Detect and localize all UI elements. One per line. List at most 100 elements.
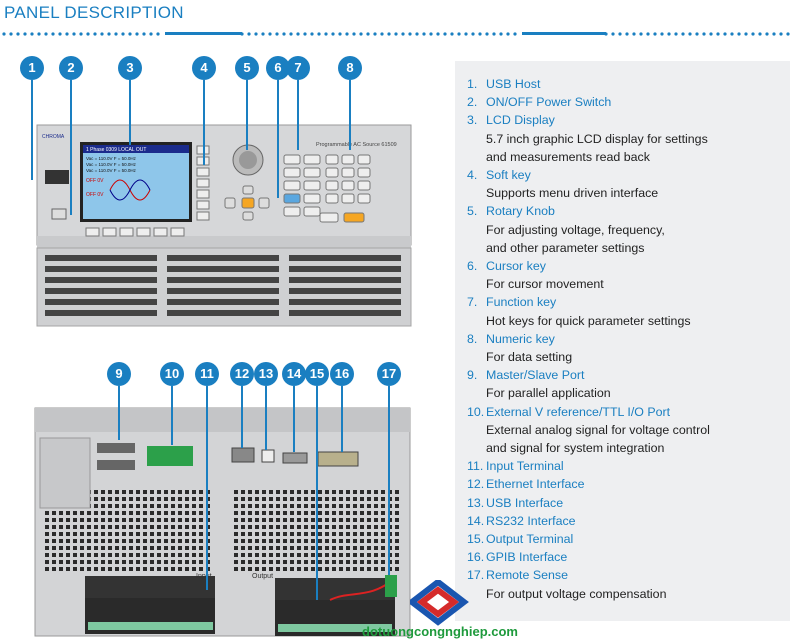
description-number: 11.	[467, 459, 484, 474]
rear-callout: 10	[160, 362, 184, 386]
description-title: LCD Display	[486, 113, 555, 128]
description-title: External V reference/TTL I/O Port	[486, 404, 671, 419]
description-item: 4. Soft key	[467, 166, 787, 184]
callout-line	[129, 80, 131, 145]
rear-callout: 12	[230, 362, 254, 386]
watermark-text: dotuongcongnghiep.com	[362, 624, 518, 639]
input-label: Input	[196, 573, 212, 580]
callout-line	[297, 80, 299, 150]
front-callout: 7	[286, 56, 310, 80]
description-detail: For parallel application	[486, 386, 611, 401]
description-title: Master/Slave Port	[486, 368, 585, 383]
callout-line	[349, 80, 351, 150]
description-number: 3.	[467, 113, 478, 128]
description-title: Output Terminal	[486, 532, 574, 547]
description-detail: and measurements read back	[486, 149, 650, 164]
output-label: Output	[252, 573, 273, 580]
lcd-row-3: Vac = 110.0V F = 50.0Hz	[86, 168, 137, 173]
rear-callout: 11	[195, 362, 219, 386]
callout-line	[277, 80, 279, 198]
rear-callout: 17	[377, 362, 401, 386]
description-detail: Supports menu driven interface	[486, 186, 659, 201]
description-number: 1.	[467, 77, 478, 91]
rear-panel-image: Input Output	[34, 407, 411, 637]
description-title: Function key	[486, 295, 557, 310]
description-number: 6.	[467, 259, 478, 274]
description-detail: 5.7 inch graphic LCD display for setting…	[486, 131, 708, 146]
description-detail: External analog signal for voltage contr…	[486, 422, 710, 437]
callout-line	[341, 386, 343, 452]
description-item: 6. Cursor key	[467, 257, 787, 275]
description-number: 14.	[467, 513, 485, 528]
dotted-divider	[2, 32, 790, 36]
callout-line	[203, 80, 205, 165]
description-item: 12.Ethernet Interface	[467, 475, 787, 493]
description-item: 17.Remote Sense	[467, 566, 787, 584]
description-item: 9.Master/Slave Port	[467, 366, 787, 384]
front-callout: 4	[192, 56, 216, 80]
description-title: RS232 Interface	[486, 513, 576, 528]
description-number: 4.	[467, 168, 478, 183]
description-number: 2.	[467, 95, 478, 110]
description-detail: For output voltage compensation	[486, 586, 667, 601]
description-item: 8. Numeric key	[467, 330, 787, 348]
front-callout: 2	[59, 56, 83, 80]
description-detail: and other parameter settings	[486, 240, 645, 255]
description-detail: Hot keys for quick parameter settings	[486, 313, 691, 328]
lcd-row-1: Vac = 110.0V F = 50.0Hz	[86, 156, 137, 161]
front-callout: 3	[118, 56, 142, 80]
callout-line	[246, 80, 248, 150]
description-title: Soft key	[486, 168, 531, 183]
description-number: 16.	[467, 550, 485, 565]
description-list: 1. USB Host 2.ON/OFF Power Switch 3. LCD Dis…	[467, 75, 787, 603]
description-detail: For cursor movement	[486, 277, 604, 292]
description-item: 1. USB Host	[467, 75, 787, 93]
description-detail: and signal for system integration	[486, 441, 665, 456]
description-item: 5.Rotary Knob	[467, 202, 787, 220]
model-label: Programmable AC Source 61509	[316, 142, 397, 148]
description-title: Numeric key	[486, 331, 555, 346]
rear-callout: 9	[107, 362, 131, 386]
description-item: 11.Input Terminal	[467, 457, 787, 475]
front-panel-image: 1 Phase 0309 LOCAL OUT Vac = 110.0V F = …	[36, 124, 412, 327]
front-callout: 1	[20, 56, 44, 80]
page-title: PANEL DESCRIPTION	[4, 3, 184, 22]
front-callout: 8	[338, 56, 362, 80]
description-panel	[455, 61, 790, 621]
description-number: 7.	[467, 295, 478, 310]
rear-callout: 14	[282, 362, 306, 386]
description-item: 13.USB Interface	[467, 494, 787, 512]
description-item: 15.Output Terminal	[467, 530, 787, 548]
description-title: GPIB Interface	[486, 550, 568, 565]
brand-label: CHROMA	[42, 134, 65, 140]
description-item: 7. Function key	[467, 293, 787, 311]
callout-line	[118, 386, 120, 440]
lcd-side-2: OFF 0V	[86, 192, 104, 198]
callout-line	[206, 386, 208, 590]
description-title: Remote Sense	[486, 568, 568, 583]
rear-callout: 16	[330, 362, 354, 386]
lcd-side-1: OFF 0V	[86, 178, 104, 184]
callout-line	[388, 386, 390, 575]
description-item: 2.ON/OFF Power Switch	[467, 93, 787, 111]
callout-line	[293, 386, 295, 452]
description-title: USB Host	[486, 77, 541, 91]
description-title: Input Terminal	[486, 459, 564, 474]
description-title: Cursor key	[486, 259, 546, 274]
callout-line	[70, 80, 72, 215]
description-title: Ethernet Interface	[486, 477, 585, 492]
callout-line	[265, 386, 267, 450]
description-number: 17.	[467, 568, 485, 583]
watermark-logo	[410, 580, 469, 626]
description-number: 15.	[467, 532, 485, 547]
description-detail: For adjusting voltage, frequency,	[486, 222, 665, 237]
callout-line	[241, 386, 243, 448]
description-number: 10.	[467, 404, 485, 419]
description-item: 10.External V reference/TTL I/O Port	[467, 403, 787, 421]
callout-line	[316, 386, 318, 600]
callout-line	[31, 80, 33, 180]
lcd-row-2: Vac = 110.0V F = 50.0Hz	[86, 162, 137, 167]
front-callout: 5	[235, 56, 259, 80]
rear-callout: 15	[305, 362, 329, 386]
description-number: 8.	[467, 331, 478, 346]
